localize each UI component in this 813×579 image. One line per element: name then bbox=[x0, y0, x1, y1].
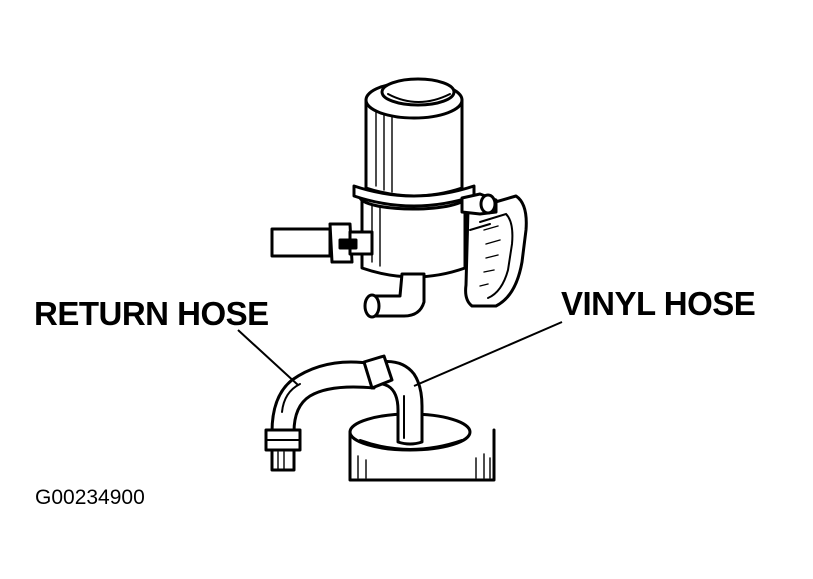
reservoir-assembly bbox=[270, 77, 528, 319]
vinyl-hose-label: VINYL HOSE bbox=[561, 285, 756, 322]
mounting-bracket bbox=[464, 194, 528, 308]
inlet-hose bbox=[270, 222, 374, 264]
return-hose-leader bbox=[237, 329, 299, 386]
outlet-elbow bbox=[363, 272, 426, 319]
return-hose-label: RETURN HOSE bbox=[34, 295, 269, 332]
lower-hose-assembly bbox=[264, 354, 496, 482]
reservoir-tank bbox=[364, 77, 464, 198]
vinyl-hose-leader bbox=[413, 321, 563, 387]
vinyl-hose bbox=[362, 354, 424, 446]
figure-id: G00234900 bbox=[35, 486, 145, 509]
upper-nipple bbox=[460, 192, 498, 216]
leader-lines bbox=[237, 321, 563, 387]
